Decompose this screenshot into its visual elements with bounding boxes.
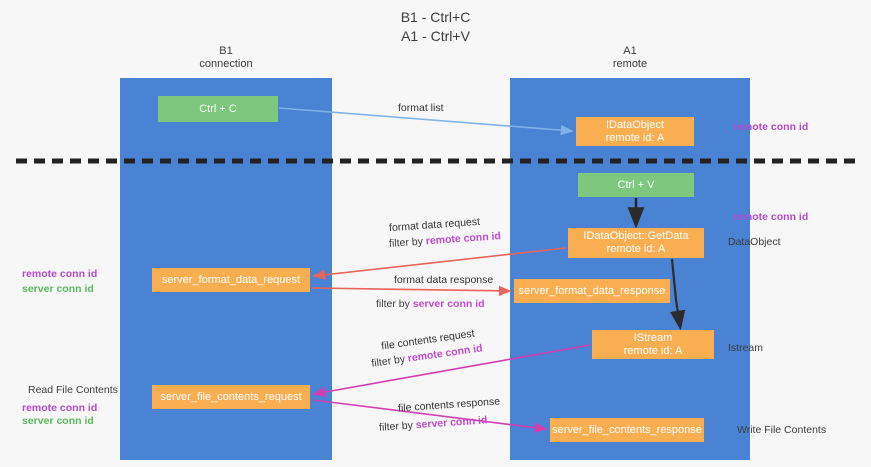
annotation-write-file-contents: Write File Contents (737, 424, 827, 436)
edge-label-format-data-response-filter: filter by server conn id (376, 298, 485, 311)
box-server-file-contents-response[interactable]: server_file_contents_response (550, 418, 704, 442)
edge-label-format-data-response: format data response (394, 274, 494, 286)
filter-prefix: filter by (378, 419, 417, 434)
annotation-left-server-conn-id-b: server conn id (22, 415, 94, 427)
filter-key-server-conn-id: server conn id (415, 414, 488, 432)
annotation-data-object: DataObject (728, 236, 781, 248)
annotation-istream: Istream (728, 342, 764, 354)
column-header-b1: B1 connection (199, 45, 253, 70)
box-idataobject[interactable]: IDataObject remote id: A (576, 117, 694, 146)
annotation-left-remote-conn-id-a: remote conn id (22, 268, 98, 280)
box-server-format-data-response[interactable]: server_format_data_response (514, 279, 670, 303)
box-ctrl-c[interactable]: Ctrl + C (158, 96, 278, 122)
column-header-a1: A1 remote (612, 45, 648, 70)
filter-prefix: filter by (376, 298, 413, 310)
filter-key-remote-conn-id: remote conn id (425, 230, 502, 248)
diagram-title: B1 - Ctrl+C A1 - Ctrl+V (400, 9, 471, 44)
box-server-format-data-request[interactable]: server_format_data_request (152, 268, 310, 292)
annotation-read-file-contents: Read File Contents (28, 384, 118, 396)
annotation-remote-conn-id-top: remote conn id (733, 121, 809, 133)
filter-prefix: filter by (388, 235, 427, 250)
filter-prefix: filter by (370, 352, 409, 370)
edge-label-format-list: format list (398, 102, 444, 114)
edge-label-file-contents-response: file contents response (397, 395, 501, 415)
box-server-file-contents-request[interactable]: server_file_contents_request (152, 385, 310, 409)
box-istream[interactable]: IStream remote id: A (592, 330, 714, 359)
box-ctrl-v[interactable]: Ctrl + V (578, 173, 694, 197)
filter-key-server-conn-id: server conn id (412, 298, 485, 310)
edge-label-file-contents-response-filter: filter by server conn id (379, 414, 488, 435)
box-idataobject-getdata[interactable]: IDataObject::GetData remote id: A (568, 228, 704, 258)
annotation-left-remote-conn-id-b: remote conn id (22, 402, 98, 414)
annotation-remote-conn-id-mid: remote conn id (733, 211, 809, 223)
annotation-left-server-conn-id-a: server conn id (22, 283, 94, 295)
